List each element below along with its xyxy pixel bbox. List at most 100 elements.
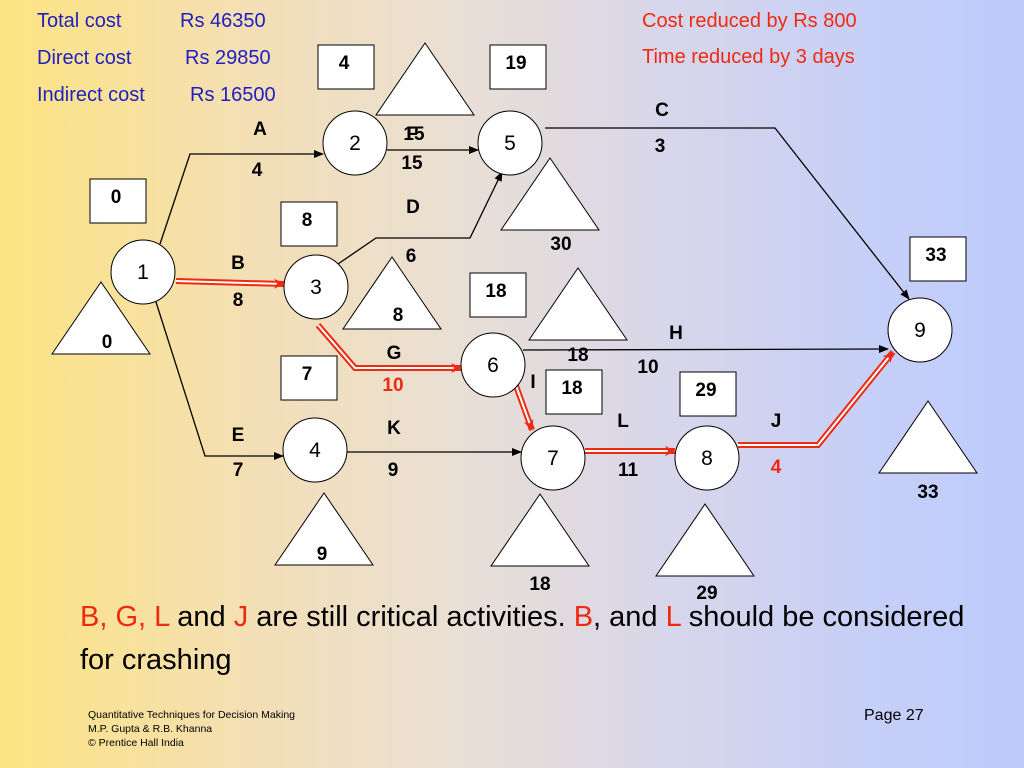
early-time-value-8: 29 <box>695 380 716 401</box>
late-time-value-7: 18 <box>529 574 550 595</box>
early-time-box-2 <box>317 44 375 90</box>
activity-label-d: D <box>406 197 420 218</box>
early-time-value-1: 0 <box>111 187 122 208</box>
page-number: Page 27 <box>864 707 924 724</box>
late-time-value-5: 30 <box>550 234 571 255</box>
event-node-6 <box>460 332 526 398</box>
footer-authors: M.P. Gupta & R.B. Khanna <box>88 723 213 735</box>
network-diagram: 10024153884795193061818718188292993333A4… <box>51 42 978 600</box>
event-node-4 <box>282 417 348 483</box>
early-time-box-8 <box>679 371 737 417</box>
critical-arrow-i <box>514 382 534 431</box>
conclusion-crashing: should be considered for crashing <box>80 601 965 676</box>
critical-arrow-b <box>175 278 285 289</box>
activity-duration-h: 10 <box>637 357 658 378</box>
arrow-c <box>545 127 910 300</box>
activity-label-k: K <box>387 418 401 439</box>
critical-arrow-j <box>738 351 894 446</box>
activity-label-a: A <box>253 119 267 140</box>
late-time-triangle-1 <box>51 281 151 355</box>
event-node-label-6: 6 <box>487 354 499 377</box>
late-time-value-9: 33 <box>917 482 938 503</box>
indirect-cost-value: Rs 16500 <box>190 84 276 106</box>
early-time-box-5 <box>489 44 547 90</box>
early-time-value-5: 19 <box>505 53 526 74</box>
footer-publisher: © Prentice Hall India <box>88 737 184 749</box>
late-time-triangle-2 <box>375 42 475 116</box>
late-time-value-6: 18 <box>567 345 588 366</box>
footer-credits: Quantitative Techniques for Decision Mak… <box>88 708 295 750</box>
early-time-box-6 <box>469 272 527 318</box>
conclusion-and-2: , and <box>593 601 666 633</box>
event-node-5 <box>477 110 543 176</box>
activity-duration-b: 8 <box>233 290 244 311</box>
early-time-value-9: 33 <box>925 245 946 266</box>
event-node-9 <box>887 297 953 363</box>
total-cost-label: Total cost <box>37 10 122 32</box>
activity-duration-g: 10 <box>382 375 403 396</box>
late-time-triangle-4 <box>274 492 374 566</box>
activity-duration-j: 4 <box>771 457 782 478</box>
event-node-label-8: 8 <box>701 447 713 470</box>
activity-label-j: J <box>771 411 782 432</box>
early-time-box-7 <box>545 369 603 415</box>
activity-duration-k: 9 <box>388 460 399 481</box>
late-time-triangle-5 <box>500 157 600 231</box>
activity-label-e: E <box>232 425 245 446</box>
activity-duration-c: 3 <box>655 136 666 157</box>
late-time-value-2: 15 <box>403 124 425 145</box>
indirect-cost-label: Indirect cost <box>37 84 145 106</box>
event-node-7 <box>520 425 586 491</box>
event-node-label-4: 4 <box>309 439 321 462</box>
event-node-2 <box>322 110 388 176</box>
late-time-triangle-8 <box>655 503 755 577</box>
early-time-box-9 <box>909 236 967 282</box>
conclusion-and: and <box>169 601 234 633</box>
arrow-a <box>159 150 324 245</box>
activity-label-b: B <box>231 253 245 274</box>
direct-cost-label: Direct cost <box>37 47 132 69</box>
activity-label-i: I <box>530 372 535 393</box>
conclusion-text: B, G, L and J are still critical activit… <box>80 596 980 682</box>
activity-duration-l: 11 <box>618 460 639 481</box>
late-time-value-1: 0 <box>102 332 113 353</box>
early-time-box-1 <box>89 178 147 224</box>
early-time-box-4 <box>280 355 338 401</box>
footer-book-title: Quantitative Techniques for Decision Mak… <box>88 709 296 721</box>
early-time-box-3 <box>280 201 338 247</box>
arrow-d <box>337 171 503 265</box>
time-reduced-note: Time reduced by 3 days <box>642 46 855 68</box>
early-time-value-4: 7 <box>302 364 313 385</box>
activity-label-l: L <box>617 411 629 432</box>
critical-arrow-j-outer <box>738 350 896 448</box>
event-node-3 <box>283 254 349 320</box>
activity-j-ref: J <box>233 601 249 633</box>
activity-duration-e: 7 <box>233 460 244 481</box>
early-time-value-6: 18 <box>485 281 506 302</box>
activity-l-ref: L <box>665 601 681 633</box>
early-time-value-7: 18 <box>561 378 582 399</box>
activity-label-h: H <box>669 323 683 344</box>
event-node-1 <box>110 239 176 305</box>
activity-label-f: F <box>406 124 418 145</box>
total-cost-value: Rs 46350 <box>180 10 266 32</box>
activity-b-ref: B <box>573 601 594 633</box>
cost-reduced-note: Cost reduced by Rs 800 <box>642 10 857 32</box>
arrow-e <box>155 301 284 460</box>
event-node-label-7: 7 <box>547 447 559 470</box>
activity-label-c: C <box>655 100 669 121</box>
conclusion-still-critical: are still critical activities. <box>248 601 574 633</box>
late-time-triangle-7 <box>490 493 590 567</box>
critical-activities-list: B, G, L <box>80 601 170 633</box>
event-node-label-2: 2 <box>349 132 361 155</box>
event-node-label-3: 3 <box>310 276 322 299</box>
activity-duration-a: 4 <box>252 160 263 181</box>
activity-label-g: G <box>387 343 402 364</box>
arrow-h <box>522 345 889 354</box>
critical-arrow-g <box>317 324 462 373</box>
late-time-triangle-3 <box>342 256 442 330</box>
late-time-value-4: 9 <box>317 544 328 565</box>
late-time-value-8: 29 <box>696 583 717 600</box>
early-time-value-3: 8 <box>302 210 313 231</box>
activity-duration-d: 6 <box>406 246 417 267</box>
